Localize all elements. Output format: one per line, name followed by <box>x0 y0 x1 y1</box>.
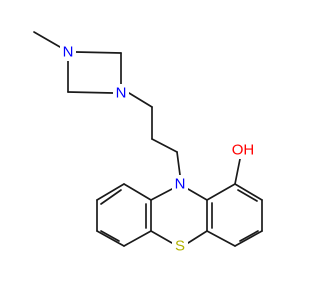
atom-labels: N N N OH S <box>60 43 257 255</box>
bond-n-right <box>187 188 208 201</box>
bond-right-d2 <box>239 230 259 242</box>
bond-right-3 <box>234 230 263 247</box>
bond-s-left <box>150 230 173 244</box>
bond-oh <box>234 158 241 185</box>
bond-right-d3 <box>237 189 258 202</box>
bond-chain-4 <box>176 151 181 176</box>
bond-left-3 <box>96 230 125 247</box>
oh-label-bg <box>229 141 257 159</box>
chemical-structure: N N N OH S <box>33 31 263 255</box>
bond-right-5 <box>234 183 263 201</box>
bond-pip-4 <box>75 51 122 54</box>
hydroxyl-label: OH <box>232 142 255 159</box>
bond-left-2 <box>123 230 152 247</box>
ring-n-label-bg <box>172 175 188 193</box>
n1-label-bg <box>113 84 129 102</box>
bond-left-5 <box>96 183 125 201</box>
n4-label-bg <box>60 43 76 61</box>
bond-left-d2 <box>100 230 120 242</box>
bond-left-d3 <box>100 189 122 205</box>
bond-n-left <box>150 188 173 201</box>
phenothiazine-n-label: N <box>175 176 186 193</box>
bond-pip-2 <box>67 91 114 94</box>
sulfur-label: S <box>175 238 185 255</box>
bond-left-6 <box>123 183 152 201</box>
bonds <box>33 31 263 247</box>
piperazine-n4-label: N <box>63 44 74 61</box>
bond-s-right <box>187 230 208 244</box>
piperazine-n1-label: N <box>116 85 127 102</box>
bond-chain-1 <box>128 92 153 108</box>
bond-chain-3 <box>151 138 178 153</box>
bond-methyl <box>33 31 61 48</box>
bond-right-6 <box>206 183 236 201</box>
bond-right-2 <box>206 230 236 247</box>
s-label-bg <box>172 237 188 255</box>
